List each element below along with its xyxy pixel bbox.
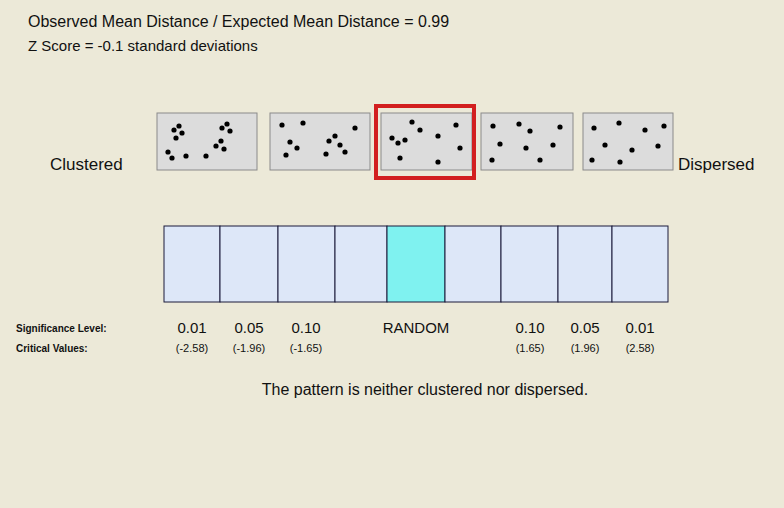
- significance-level: 0.05: [234, 319, 263, 337]
- end-label: Clustered: [50, 155, 123, 175]
- significance-level: 0.10: [515, 319, 544, 337]
- result-message: The pattern is neither clustered nor dis…: [262, 380, 588, 399]
- row-heading: Significance Level:: [16, 323, 107, 335]
- significance-level: 0.05: [570, 319, 599, 337]
- row-heading: Critical Values:: [16, 343, 88, 355]
- selected-frame: [376, 106, 474, 178]
- significance-level: 0.10: [291, 319, 320, 337]
- critical-value: (-1.65): [290, 342, 322, 355]
- critical-value: (-2.58): [176, 342, 208, 355]
- random-label: RANDOM: [383, 319, 450, 337]
- significance-bar: [164, 226, 668, 302]
- significance-level: 0.01: [625, 319, 654, 337]
- critical-value: (-1.96): [233, 342, 265, 355]
- critical-value: (1.65): [516, 342, 545, 355]
- pattern-thumbnails: [157, 106, 673, 178]
- ratio-line: Observed Mean Distance / Expected Mean D…: [28, 12, 449, 31]
- zscore-line: Z Score = -0.1 standard deviations: [28, 37, 258, 55]
- end-label: Dispersed: [678, 155, 755, 175]
- critical-value: (1.96): [571, 342, 600, 355]
- significance-level: 0.01: [177, 319, 206, 337]
- critical-value: (2.58): [626, 342, 655, 355]
